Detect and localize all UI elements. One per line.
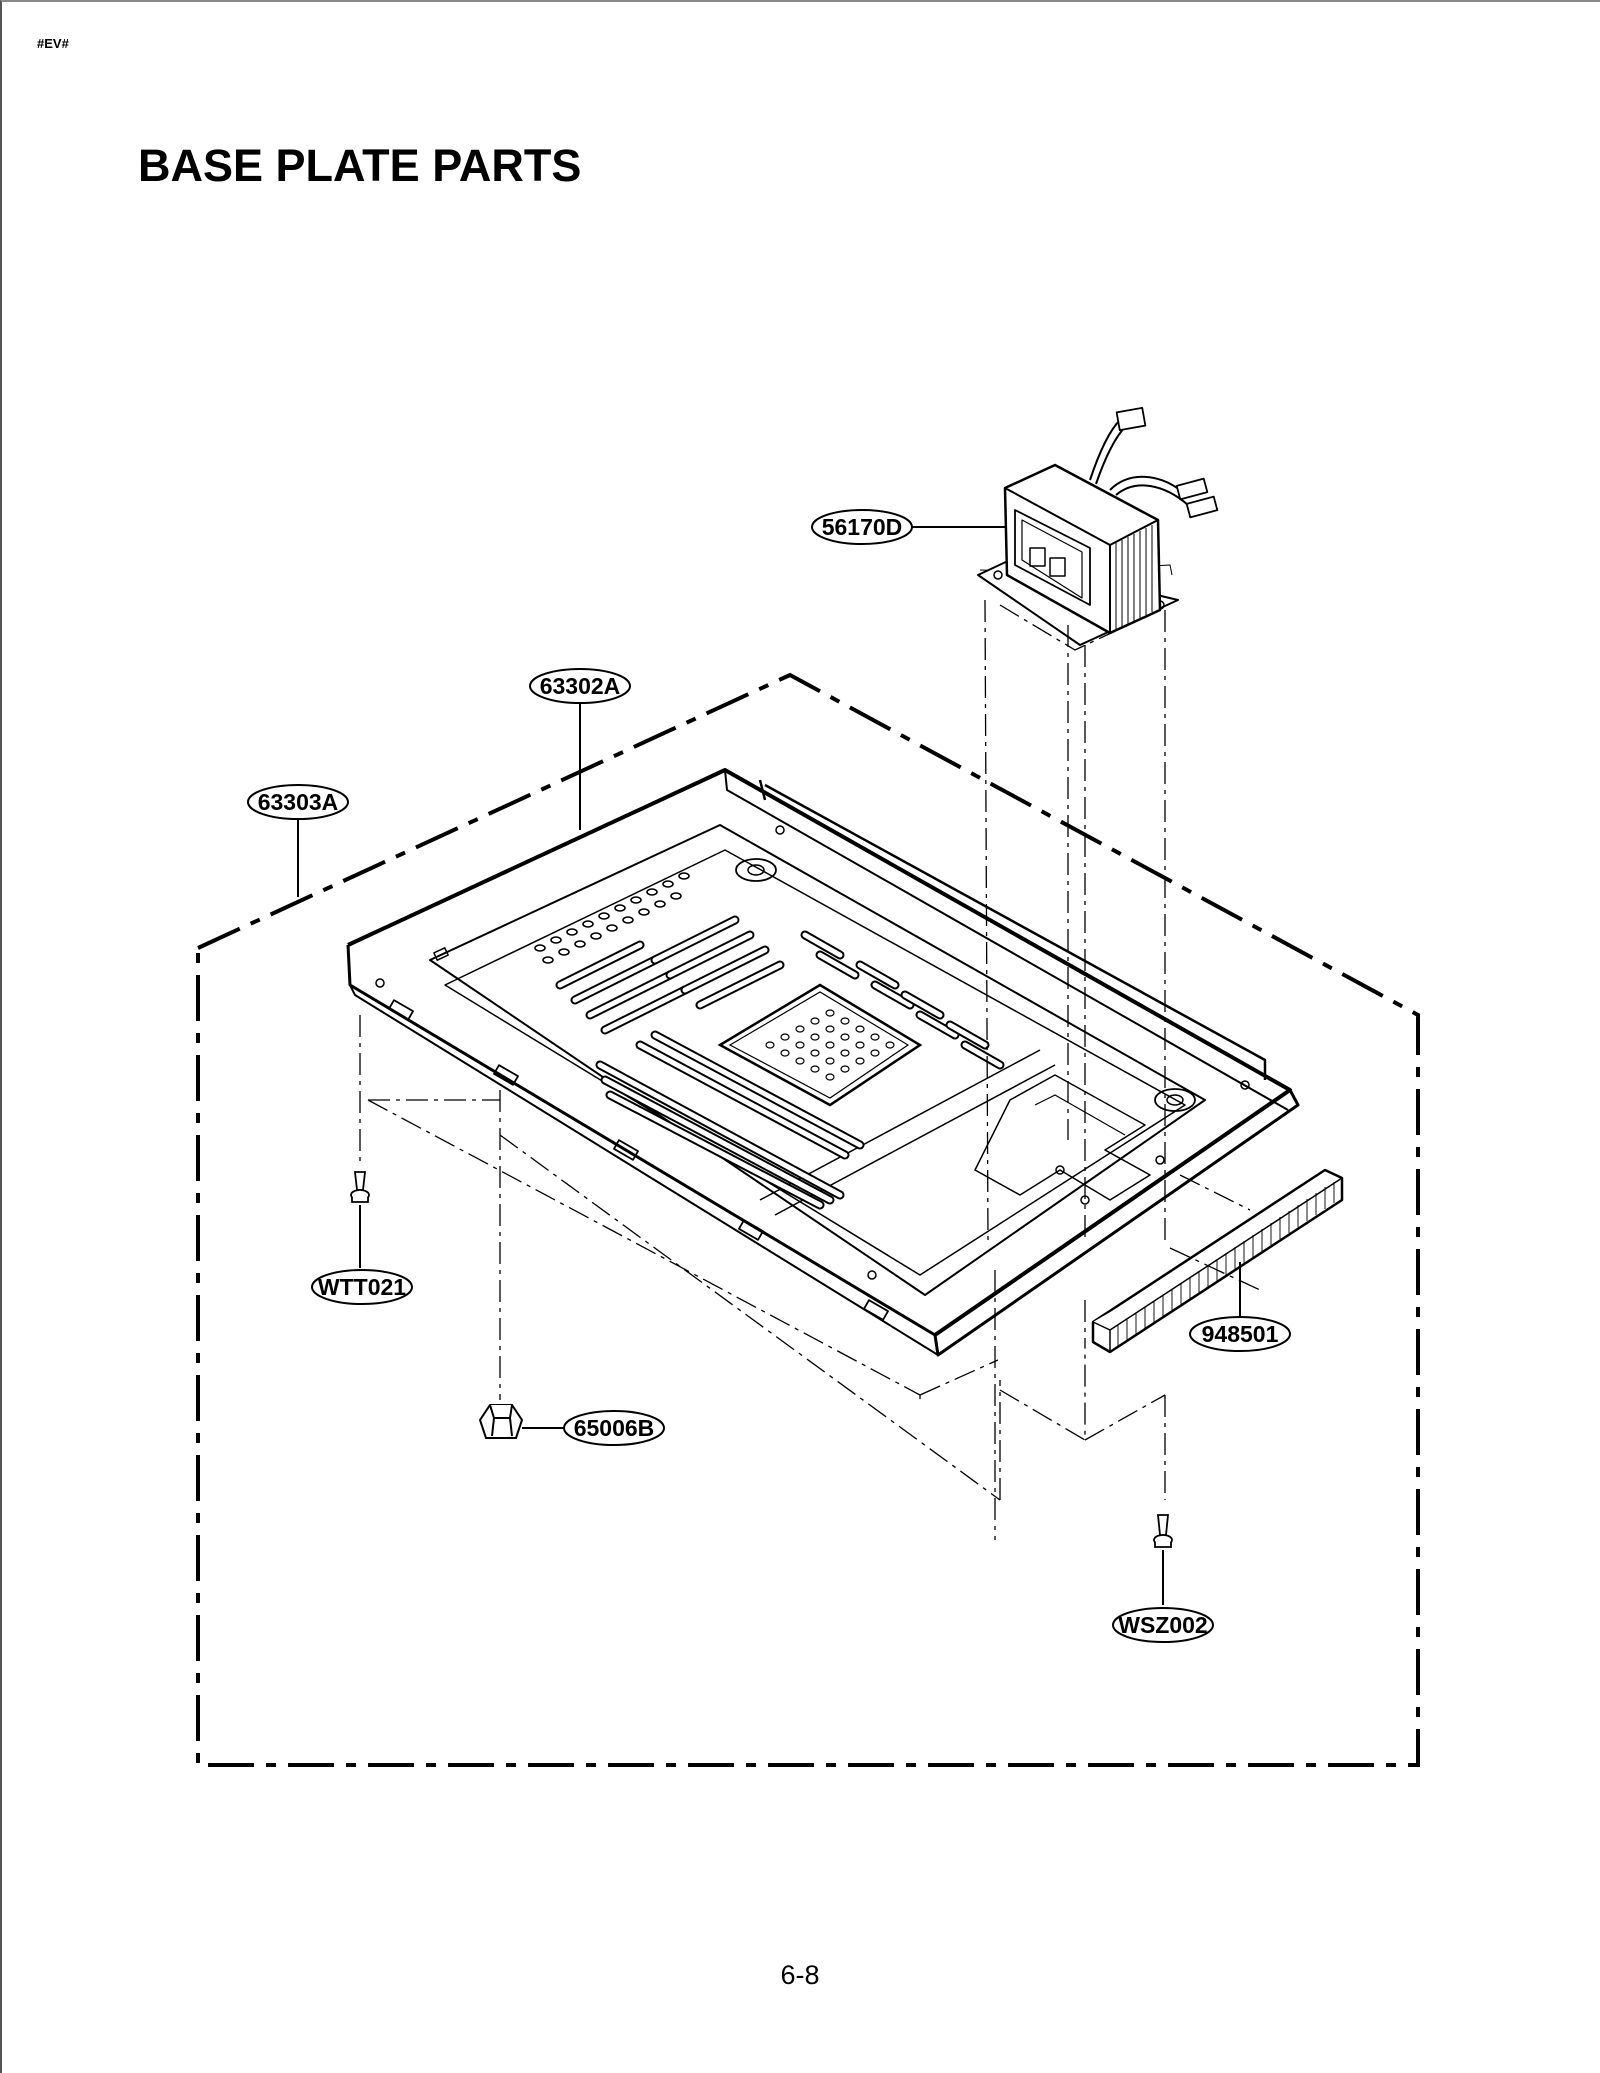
callout-65006B-label: 65006B [574, 1415, 655, 1441]
callout-63303A: 63303A [247, 784, 349, 820]
callout-WSZ002-label: WSZ002 [1118, 1612, 1207, 1638]
page-number: 6-8 [780, 1960, 820, 1990]
callout-WTT021: WTT021 [311, 1269, 413, 1305]
callout-948501-label: 948501 [1202, 1321, 1279, 1347]
callout-WTT021-label: WTT021 [318, 1274, 406, 1300]
callout-63302A-label: 63302A [540, 673, 621, 699]
page-title: BASE PLATE PARTS [138, 140, 582, 191]
assembly-guide-lines [359, 599, 1261, 1540]
callout-leaders [297, 526, 1241, 1605]
vent-slots [534, 872, 1005, 1210]
callout-63303A-label: 63303A [258, 789, 339, 815]
screw-left [350, 1171, 370, 1203]
center-grille [717, 983, 923, 1107]
callout-56170D: 56170D [811, 509, 913, 545]
gasket-strip [1091, 1168, 1344, 1354]
callout-65006B: 65006B [563, 1410, 665, 1446]
foot-part [478, 1404, 524, 1439]
base-plate [346, 768, 1300, 1357]
screw-right [1153, 1514, 1173, 1548]
callout-WSZ002: WSZ002 [1112, 1607, 1214, 1643]
callout-948501: 948501 [1189, 1316, 1291, 1352]
page-tag: #EV# [37, 36, 69, 51]
transformer [977, 406, 1219, 646]
assembly-boundary [196, 672, 1420, 1767]
callout-63302A: 63302A [529, 668, 631, 704]
callout-56170D-label: 56170D [822, 514, 903, 540]
